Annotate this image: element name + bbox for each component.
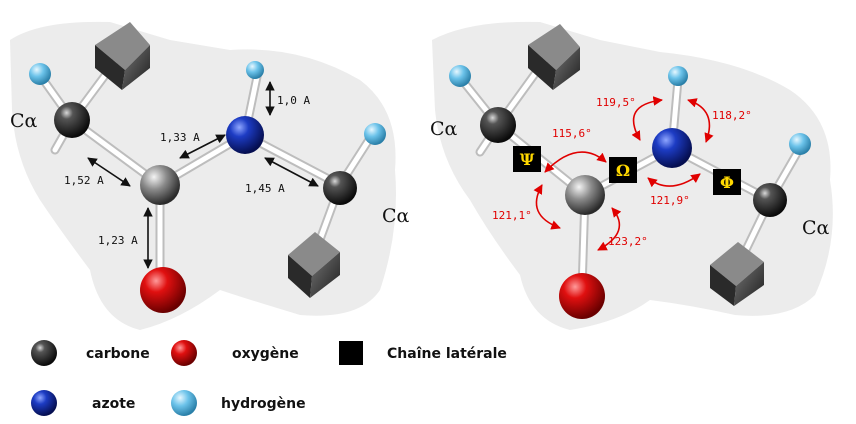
right-calpha-label-1: Cα bbox=[430, 118, 458, 140]
distance-c-o: 1,23 A bbox=[98, 234, 138, 247]
left-hydrogen-atom-n bbox=[246, 61, 264, 79]
legend-oxygen-label: oxygène bbox=[232, 346, 299, 362]
torsion-omega: Ω bbox=[609, 157, 637, 183]
right-hydrogen-atom-ca bbox=[449, 65, 471, 87]
legend-side-chain-swatch bbox=[339, 341, 363, 365]
angle-ca-c-n: 115,6° bbox=[552, 127, 592, 140]
left-hydrogen-atom-ca2 bbox=[364, 123, 386, 145]
left-distance-arrows bbox=[87, 81, 319, 269]
legend-side-chain-label: Chaîne latérale bbox=[387, 346, 507, 362]
left-calpha-label-2: Cα bbox=[382, 205, 410, 227]
right-calpha-atom bbox=[480, 107, 516, 143]
left-oxygen-atom bbox=[140, 267, 186, 313]
torsion-phi: Φ bbox=[713, 169, 741, 195]
distance-n-h: 1,0 A bbox=[277, 94, 310, 107]
left-carbonyl-carbon-atom bbox=[140, 165, 180, 205]
right-nitrogen-atom bbox=[652, 128, 692, 168]
right-side-chain-bottom-cube bbox=[710, 242, 764, 306]
right-side-chain-top-cube bbox=[528, 24, 580, 90]
torsion-psi: Ψ bbox=[513, 146, 541, 172]
right-hydrogen-atom-n bbox=[668, 66, 688, 86]
angle-h-n-c: 119,5° bbox=[596, 96, 636, 109]
left-calpha-atom-2 bbox=[323, 171, 357, 205]
legend-oxygen-swatch bbox=[171, 340, 197, 366]
left-side-chain-top-cube bbox=[95, 22, 150, 90]
right-calpha-label-2: Cα bbox=[802, 217, 830, 239]
distance-ca-c: 1,52 A bbox=[64, 174, 104, 187]
legend-hydrogen-swatch bbox=[171, 390, 197, 416]
svg-text:Ψ: Ψ bbox=[520, 150, 535, 169]
left-calpha-atom bbox=[54, 102, 90, 138]
legend-nitrogen-label: azote bbox=[92, 396, 135, 412]
svg-text:Φ: Φ bbox=[720, 173, 734, 192]
left-panel: Cα Cα 1,0 A 1,33 A 1,52 A 1,45 A 1,23 A bbox=[10, 21, 410, 331]
right-oxygen-atom bbox=[559, 273, 605, 319]
right-calpha-atom-2 bbox=[753, 183, 787, 217]
legend-hydrogen-label: hydrogène bbox=[221, 396, 306, 412]
svg-text:Ω: Ω bbox=[616, 161, 630, 180]
left-calpha-label-1: Cα bbox=[10, 110, 38, 132]
left-hydrogen-atom-ca bbox=[29, 63, 51, 85]
legend: carbone oxygène Chaîne latérale azote hy… bbox=[31, 340, 507, 416]
angle-h-n-ca: 118,2° bbox=[712, 109, 752, 122]
angle-o-c-n: 123,2° bbox=[608, 235, 648, 248]
legend-nitrogen-swatch bbox=[31, 390, 57, 416]
left-side-chain-bottom-cube bbox=[288, 232, 340, 298]
right-angle-arcs bbox=[533, 96, 714, 251]
legend-carbon-swatch bbox=[31, 340, 57, 366]
right-hydrogen-atom-ca2 bbox=[789, 133, 811, 155]
distance-n-ca: 1,45 A bbox=[245, 182, 285, 195]
legend-carbon-label: carbone bbox=[86, 346, 150, 362]
right-carbonyl-carbon-atom bbox=[565, 175, 605, 215]
left-nitrogen-atom bbox=[226, 116, 264, 154]
angle-c-n-ca: 121,9° bbox=[650, 194, 690, 207]
angle-ca-c-o: 121,1° bbox=[492, 209, 532, 222]
distance-c-n: 1,33 A bbox=[160, 131, 200, 144]
right-panel: Ψ Ω Φ Cα Cα 119,5° 118,2° 115,6° 121,9° … bbox=[430, 21, 833, 331]
